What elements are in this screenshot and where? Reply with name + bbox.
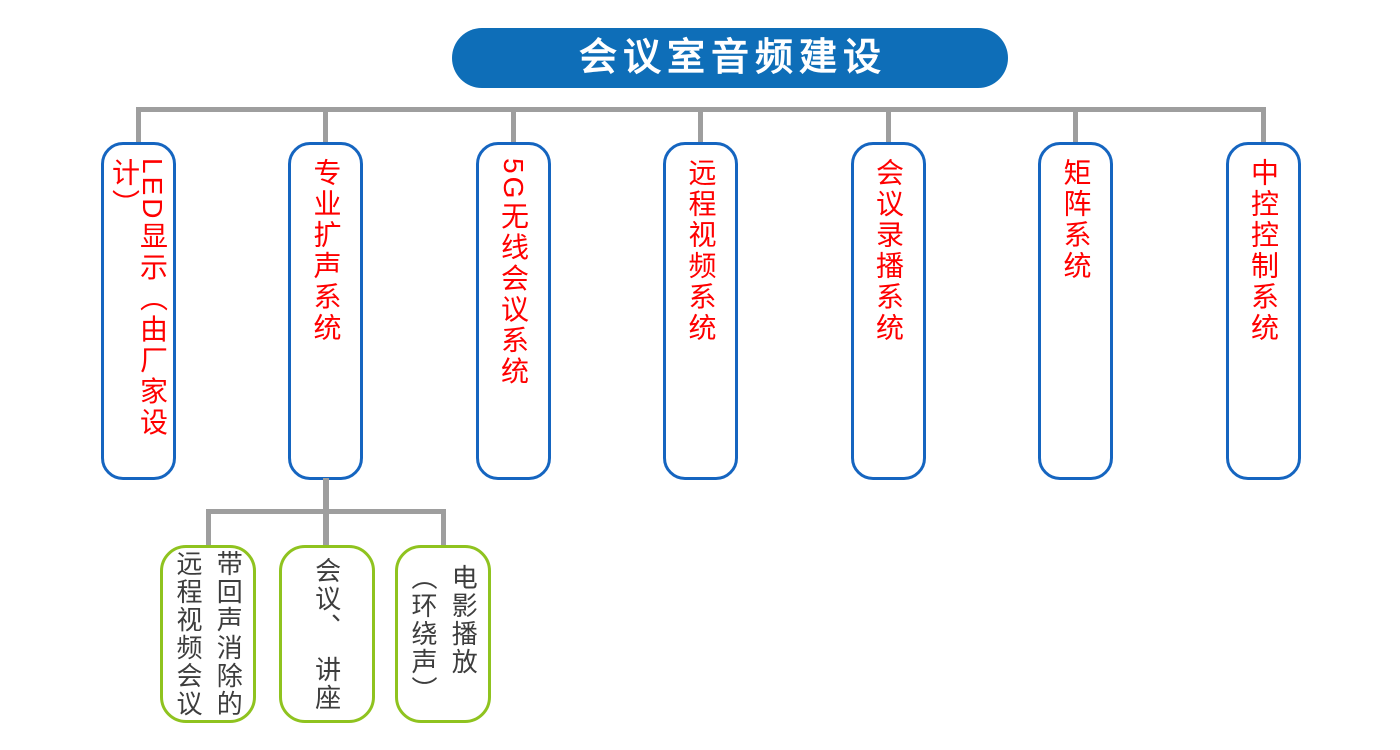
connector-stub: [698, 107, 703, 144]
subnode-movie-surround: 电影播放 （环绕声）: [395, 545, 491, 723]
node-label: 中控控制系统: [1248, 158, 1279, 344]
connector-stub: [1073, 107, 1078, 144]
connector-stub: [135, 107, 141, 144]
node-remote-video-system: 远程视频系统: [663, 142, 738, 480]
node-led-display: LED显示（由厂家设计）: [100, 142, 176, 480]
subnode-label: 会议、 讲座: [311, 556, 342, 712]
connector-stub: [885, 107, 891, 144]
node-label: 矩阵系统: [1060, 158, 1092, 282]
connector-stub: [323, 107, 328, 144]
node-label: 远程视频系统: [685, 158, 717, 344]
subnode-label: 带回声消除的 远程视频会议: [173, 550, 244, 718]
connector-stub: [510, 107, 516, 144]
node-label: LED显示（由厂家设计）: [109, 158, 168, 439]
node-pro-sound-system: 专业扩声系统: [288, 142, 363, 480]
subnode-echo-cancel-video-conf: 带回声消除的 远程视频会议: [160, 545, 256, 723]
connector-stub: [440, 509, 446, 547]
node-matrix-system: 矩阵系统: [1038, 142, 1113, 480]
node-conference-recording: 会议录播系统: [850, 142, 926, 480]
root-node-label: 会议室音频建设: [578, 37, 887, 79]
root-node: 会议室音频建设: [452, 28, 1008, 88]
connector-stub: [205, 509, 211, 547]
node-label: 5G无线会议系统: [498, 158, 529, 388]
connector-stub: [1260, 107, 1266, 144]
connector-h-level2: [205, 509, 446, 514]
node-label: 会议录播系统: [873, 158, 904, 344]
node-5g-wireless-conference: 5G无线会议系统: [475, 142, 551, 480]
node-central-control: 中控控制系统: [1225, 142, 1301, 480]
subnode-meeting-lecture: 会议、 讲座: [278, 545, 375, 723]
node-label: 专业扩声系统: [310, 158, 342, 344]
subnode-label: 电影播放 （环绕声）: [408, 564, 479, 704]
